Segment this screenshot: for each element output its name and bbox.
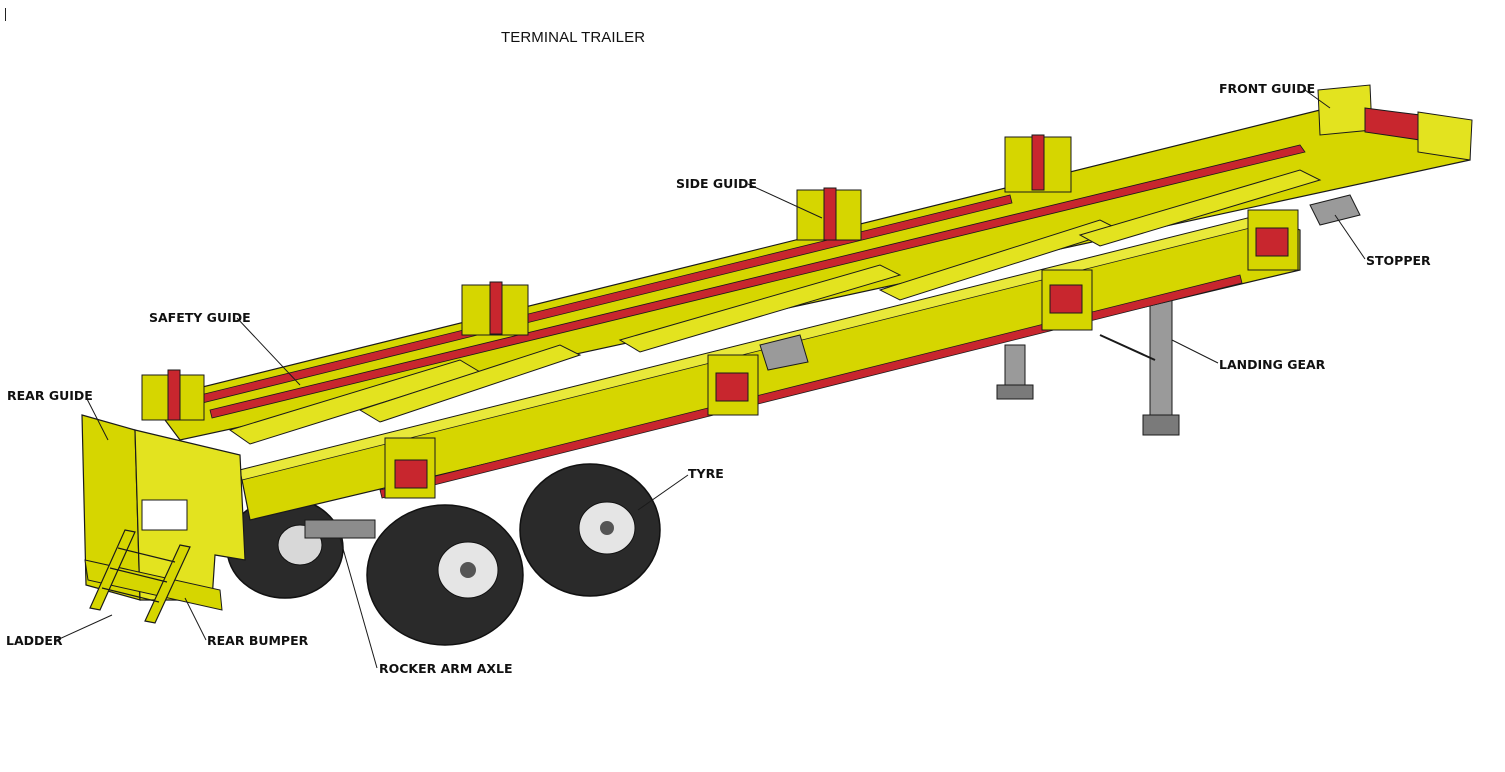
side-guide-blocks: [141, 134, 1072, 421]
leader-lines: [56, 89, 1366, 669]
cross-members: [228, 169, 1322, 445]
rear-tyre-left-front: [366, 504, 524, 646]
rear-tyre-right-front: [519, 463, 661, 597]
callout-ladder: LADDER: [6, 633, 63, 648]
side-guide-block-2: [461, 281, 529, 336]
hazard-plate-4: [1247, 209, 1299, 271]
far-main-rail: [148, 109, 1471, 441]
side-guide-block-3: [796, 187, 862, 241]
diagram-title: TERMINAL TRAILER: [501, 29, 646, 46]
hazard-plate-1: [384, 437, 436, 499]
landing-gear: [996, 289, 1180, 436]
front-guide-blocks: [1317, 84, 1473, 161]
rocker-arm-axle: [304, 519, 376, 539]
text-cursor: [5, 8, 6, 21]
callout-safety-guide: SAFETY GUIDE: [149, 310, 251, 325]
stopper: [759, 194, 1361, 371]
hazard-plate-2: [707, 354, 759, 416]
callout-tyre: TYRE: [688, 466, 724, 481]
callout-stopper: STOPPER: [1366, 253, 1431, 268]
callout-landing-gear: LANDING GEAR: [1219, 357, 1326, 372]
callout-rocker-arm-axle: ROCKER ARM AXLE: [379, 661, 513, 676]
callout-front-guide: FRONT GUIDE: [1219, 81, 1316, 96]
callout-rear-guide: REAR GUIDE: [7, 388, 93, 403]
callout-rear-bumper: REAR BUMPER: [207, 633, 309, 648]
callout-side-guide: SIDE GUIDE: [676, 176, 757, 191]
side-guide-block-1: [141, 369, 205, 421]
safety-guide-rail: [179, 194, 1013, 409]
ladder: [89, 529, 191, 624]
hazard-plates: [384, 209, 1299, 499]
hazard-plate-3: [1041, 269, 1093, 331]
side-guide-block-4: [1004, 134, 1072, 193]
